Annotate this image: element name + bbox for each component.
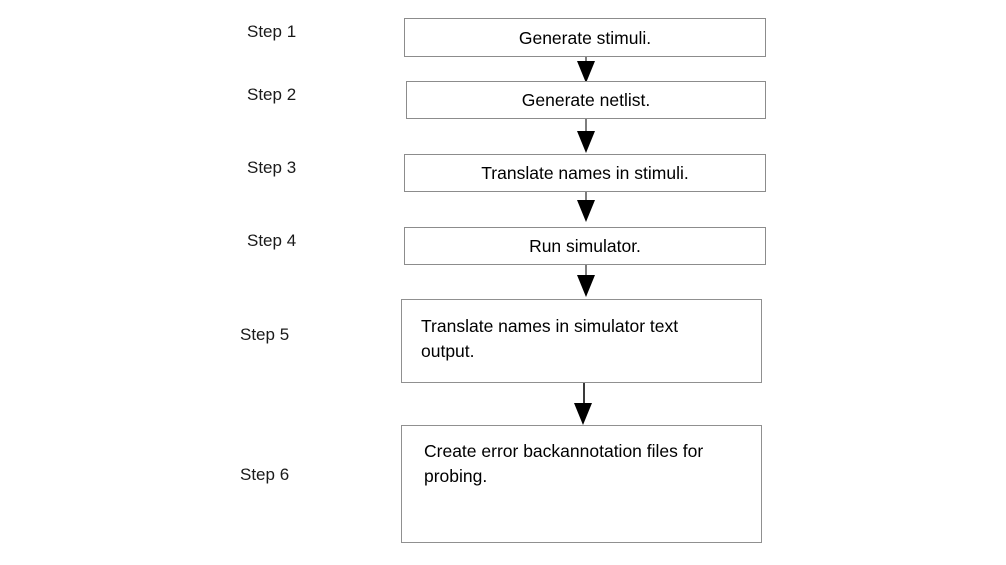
- process-box-5[interactable]: Translate names in simulator text output…: [401, 299, 762, 383]
- step-label-1: Step 1: [247, 22, 297, 41]
- connector-5-to-6: [574, 383, 594, 427]
- process-box-3-text: Translate names in stimuli.: [481, 163, 689, 183]
- connector-4-to-5: [577, 265, 597, 300]
- arrowhead-down-icon: [577, 131, 595, 153]
- process-box-6-text: Create error backannotation files for pr…: [424, 441, 704, 486]
- process-box-4[interactable]: Run simulator.: [404, 227, 766, 265]
- connector-2-to-3: [577, 119, 597, 156]
- process-box-6[interactable]: Create error backannotation files for pr…: [401, 425, 762, 543]
- connector-stem: [585, 265, 587, 279]
- connector-stem: [585, 119, 587, 135]
- process-box-2-text: Generate netlist.: [521, 90, 651, 110]
- process-box-4-text: Run simulator.: [529, 236, 641, 256]
- arrowhead-down-icon: [574, 403, 592, 425]
- step-label-3: Step 3: [247, 158, 297, 177]
- process-box-1-text: Generate stimuli.: [518, 28, 652, 48]
- step-label-5: Step 5: [240, 325, 290, 344]
- process-box-1[interactable]: Generate stimuli.: [404, 18, 766, 57]
- step-label-6: Step 6: [240, 465, 290, 484]
- process-box-5-text: Translate names in simulator text output…: [421, 316, 679, 361]
- arrowhead-down-icon: [577, 200, 595, 222]
- process-box-3[interactable]: Translate names in stimuli.: [404, 154, 766, 192]
- arrowhead-down-icon: [577, 275, 595, 297]
- step-label-2: Step 2: [247, 85, 297, 104]
- connector-3-to-4: [577, 192, 597, 227]
- process-box-2[interactable]: Generate netlist.: [406, 81, 766, 119]
- connector-stem: [583, 383, 585, 411]
- connector-1-to-2: [577, 57, 597, 83]
- arrowhead-down-icon: [577, 61, 595, 83]
- connector-stem: [585, 192, 587, 204]
- step-label-4: Step 4: [247, 231, 297, 250]
